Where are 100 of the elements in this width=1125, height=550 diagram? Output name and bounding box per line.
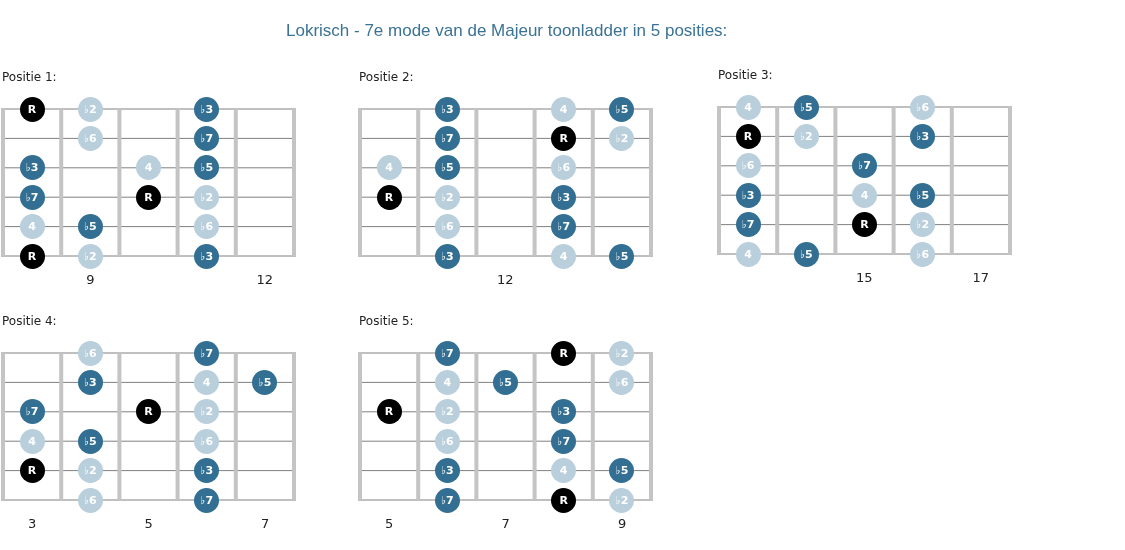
- fret-number: 9: [617, 516, 627, 532]
- note-dot: ♭6: [77, 487, 103, 513]
- note-dot: 4: [376, 155, 402, 181]
- note-dot: ♭3: [735, 182, 761, 208]
- note-dot: ♭5: [434, 155, 460, 181]
- note-dot: ♭7: [551, 214, 577, 240]
- note-dot: ♭3: [77, 369, 103, 395]
- root-note-dot: R: [19, 243, 45, 269]
- note-dot: ♭2: [793, 123, 819, 149]
- note-dot: ♭2: [434, 399, 460, 425]
- note-dot: ♭6: [77, 340, 103, 366]
- note-dot: ♭3: [434, 243, 460, 269]
- root-note-dot: R: [852, 212, 877, 238]
- note-dot: ♭2: [77, 96, 103, 122]
- note-dot: ♭3: [194, 458, 220, 484]
- note-dot: ♭7: [194, 487, 220, 513]
- root-note-dot: R: [136, 399, 161, 425]
- note-dot: ♭7: [551, 428, 577, 454]
- fret-number: 3: [28, 516, 37, 532]
- note-dot: 4: [19, 428, 45, 454]
- note-dot: ♭5: [793, 94, 819, 120]
- note-dot: ♭2: [194, 184, 220, 210]
- note-dot: ♭6: [910, 94, 936, 120]
- note-dot: ♭6: [910, 241, 936, 267]
- root-note-dot: R: [136, 184, 161, 210]
- note-dot: ♭2: [194, 399, 220, 425]
- note-dot: ♭5: [609, 96, 635, 122]
- note-dot: ♭3: [551, 399, 577, 425]
- note-dot: ♭3: [434, 96, 460, 122]
- note-dot: ♭6: [194, 428, 220, 454]
- position-heading: Positie 5:: [359, 313, 414, 329]
- note-dot: 4: [434, 369, 460, 395]
- note-dot: ♭5: [194, 155, 220, 181]
- note-dot: 4: [551, 96, 577, 122]
- note-dot: ♭5: [252, 369, 278, 395]
- note-dot: 4: [735, 241, 761, 267]
- fret-number: 15: [856, 270, 873, 286]
- note-dot: ♭5: [77, 428, 103, 454]
- position-heading: Positie 1:: [2, 69, 57, 85]
- fret-number: 5: [144, 516, 153, 532]
- note-dot: ♭6: [434, 214, 460, 240]
- note-dot: ♭3: [19, 155, 45, 181]
- fret-number: 12: [497, 272, 514, 288]
- note-dot: 4: [852, 182, 877, 208]
- root-note-dot: R: [19, 458, 45, 484]
- note-dot: ♭5: [910, 182, 936, 208]
- note-dot: ♭6: [551, 155, 577, 181]
- root-note-dot: R: [551, 487, 577, 513]
- note-dot: ♭2: [910, 212, 936, 238]
- note-dot: ♭2: [77, 243, 103, 269]
- fret-number: 7: [260, 516, 270, 532]
- fret-number: 17: [972, 270, 989, 286]
- note-dot: ♭7: [434, 340, 460, 366]
- fret-number: 7: [501, 516, 510, 532]
- note-dot: ♭5: [77, 214, 103, 240]
- note-dot: ♭3: [194, 243, 220, 269]
- note-dot: ♭3: [910, 123, 936, 149]
- note-dot: ♭3: [194, 96, 220, 122]
- position-heading: Positie 3:: [718, 67, 773, 83]
- note-dot: ♭6: [434, 428, 460, 454]
- fret-number: 5: [385, 516, 394, 532]
- note-dot: ♭5: [793, 241, 819, 267]
- note-dot: ♭7: [194, 340, 220, 366]
- root-note-dot: R: [551, 125, 577, 151]
- note-dot: 4: [551, 243, 577, 269]
- note-dot: 4: [551, 458, 577, 484]
- page-title: Lokrisch - 7e mode van de Majeur toonladder in 5 posities:: [286, 20, 728, 42]
- root-note-dot: R: [551, 340, 577, 366]
- root-note-dot: R: [376, 399, 402, 425]
- note-dot: ♭6: [735, 153, 761, 179]
- fret-number: 12: [256, 272, 273, 288]
- note-dot: 4: [194, 369, 220, 395]
- note-dot: 4: [735, 94, 761, 120]
- note-dot: ♭2: [77, 458, 103, 484]
- note-dot: ♭7: [19, 184, 45, 210]
- note-dot: ♭6: [609, 369, 635, 395]
- note-dot: ♭6: [194, 214, 220, 240]
- note-dot: ♭7: [194, 125, 220, 151]
- note-dot: ♭2: [609, 340, 635, 366]
- position-heading: Positie 2:: [359, 69, 414, 85]
- note-dot: ♭2: [434, 184, 460, 210]
- note-dot: ♭7: [434, 487, 460, 513]
- note-dot: ♭5: [609, 458, 635, 484]
- note-dot: ♭2: [609, 487, 635, 513]
- note-dot: ♭5: [609, 243, 635, 269]
- note-dot: ♭5: [493, 369, 518, 395]
- note-dot: ♭7: [434, 125, 460, 151]
- root-note-dot: R: [19, 96, 45, 122]
- note-dot: ♭3: [434, 458, 460, 484]
- note-dot: ♭2: [609, 125, 635, 151]
- note-dot: ♭7: [852, 153, 877, 179]
- note-dot: ♭6: [77, 125, 103, 151]
- position-heading: Positie 4:: [2, 313, 57, 329]
- root-note-dot: R: [376, 184, 402, 210]
- note-dot: ♭3: [551, 184, 577, 210]
- note-dot: 4: [136, 155, 161, 181]
- note-dot: ♭7: [735, 212, 761, 238]
- fret-number: 9: [86, 272, 95, 288]
- note-dot: ♭7: [19, 399, 45, 425]
- note-dot: 4: [19, 214, 45, 240]
